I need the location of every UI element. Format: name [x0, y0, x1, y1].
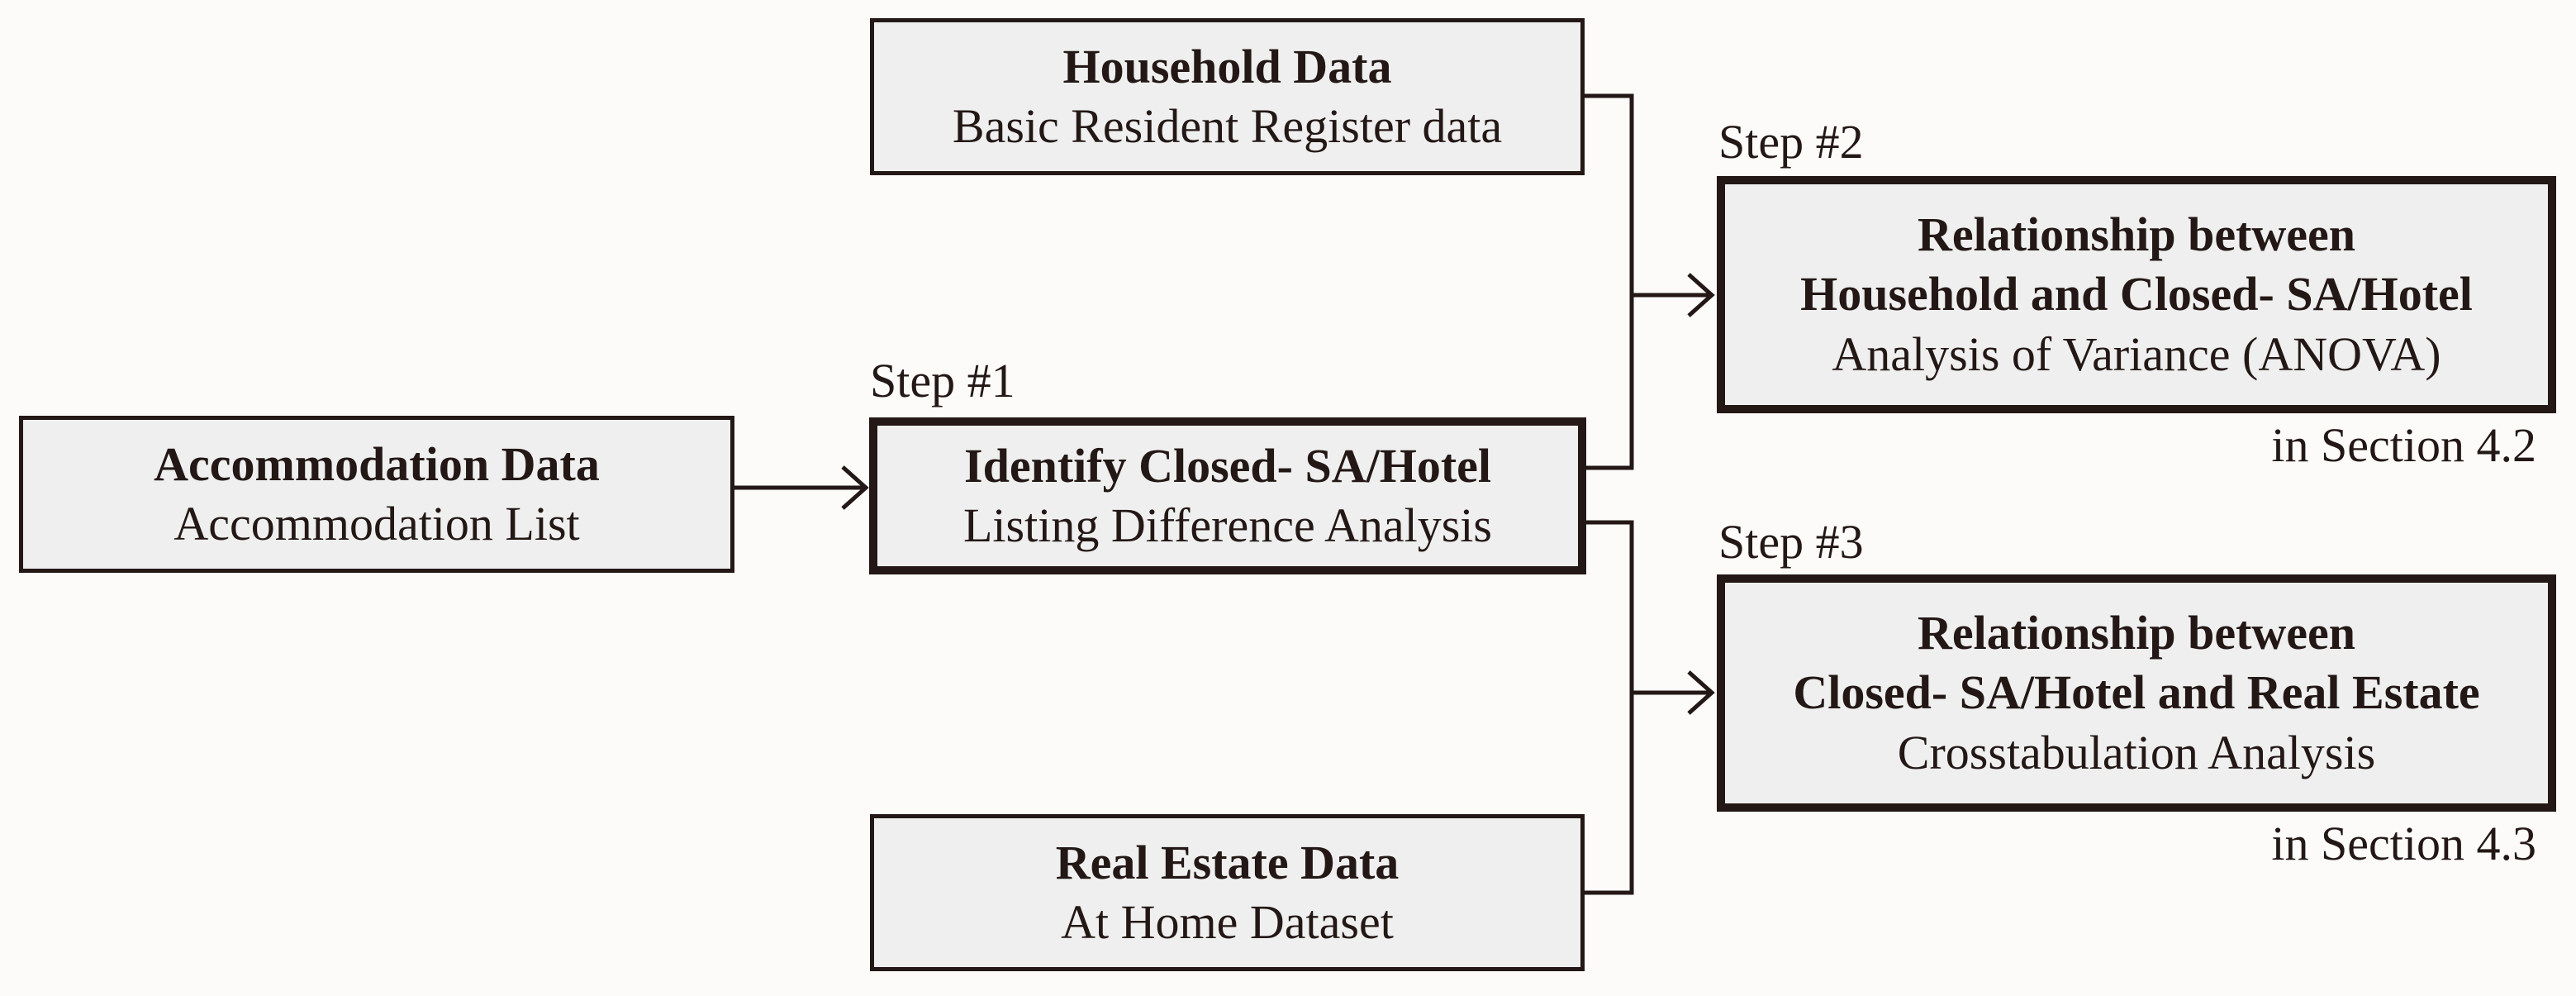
step3-section-reference: in Section 4.3 — [2271, 817, 2536, 870]
step3-title-line1: Relationship between — [1917, 605, 2356, 660]
connector-household-step1-to-step2 — [1583, 93, 1634, 470]
real-estate-data-subtitle: At Home Dataset — [1061, 895, 1394, 949]
step3-box: Relationship between Closed- SA/Hotel an… — [1717, 574, 2556, 812]
step3-subtitle: Crosstabulation Analysis — [1897, 725, 2376, 779]
step2-box: Relationship between Household and Close… — [1717, 176, 2556, 413]
accommodation-data-box: Accommodation Data Accommodation List — [19, 416, 734, 573]
household-data-subtitle: Basic Resident Register data — [952, 99, 1503, 153]
step1-subtitle: Listing Difference Analysis — [962, 498, 1492, 552]
arrow-to-step3-head — [1687, 670, 1715, 715]
step1-title: Identify Closed- SA/Hotel — [964, 438, 1491, 493]
real-estate-data-box: Real Estate Data At Home Dataset — [870, 814, 1585, 971]
arrow-to-step2-head — [1687, 273, 1715, 317]
step2-title-line1: Relationship between — [1917, 207, 2356, 261]
step1-label: Step #1 — [870, 354, 1015, 407]
step2-subtitle: Analysis of Variance (ANOVA) — [1832, 326, 2441, 381]
arrow-accommodation-to-step1-head — [841, 465, 869, 510]
accommodation-data-title: Accommodation Data — [154, 436, 600, 491]
accommodation-data-subtitle: Accommodation List — [173, 497, 580, 550]
step3-label: Step #3 — [1718, 515, 1864, 569]
real-estate-data-title: Real Estate Data — [1055, 835, 1400, 889]
household-data-box: Household Data Basic Resident Register d… — [870, 18, 1585, 175]
step2-title-line2: Household and Closed- SA/Hotel — [1800, 267, 2473, 322]
step2-section-reference: in Section 4.2 — [2271, 418, 2536, 472]
step2-label: Step #2 — [1718, 115, 1864, 169]
connector-step1-realestate-to-step3 — [1583, 520, 1634, 895]
household-data-title: Household Data — [1062, 39, 1392, 93]
step3-title-line2: Closed- SA/Hotel and Real Estate — [1793, 665, 2480, 720]
step1-box: Identify Closed- SA/Hotel Listing Differ… — [869, 417, 1586, 574]
